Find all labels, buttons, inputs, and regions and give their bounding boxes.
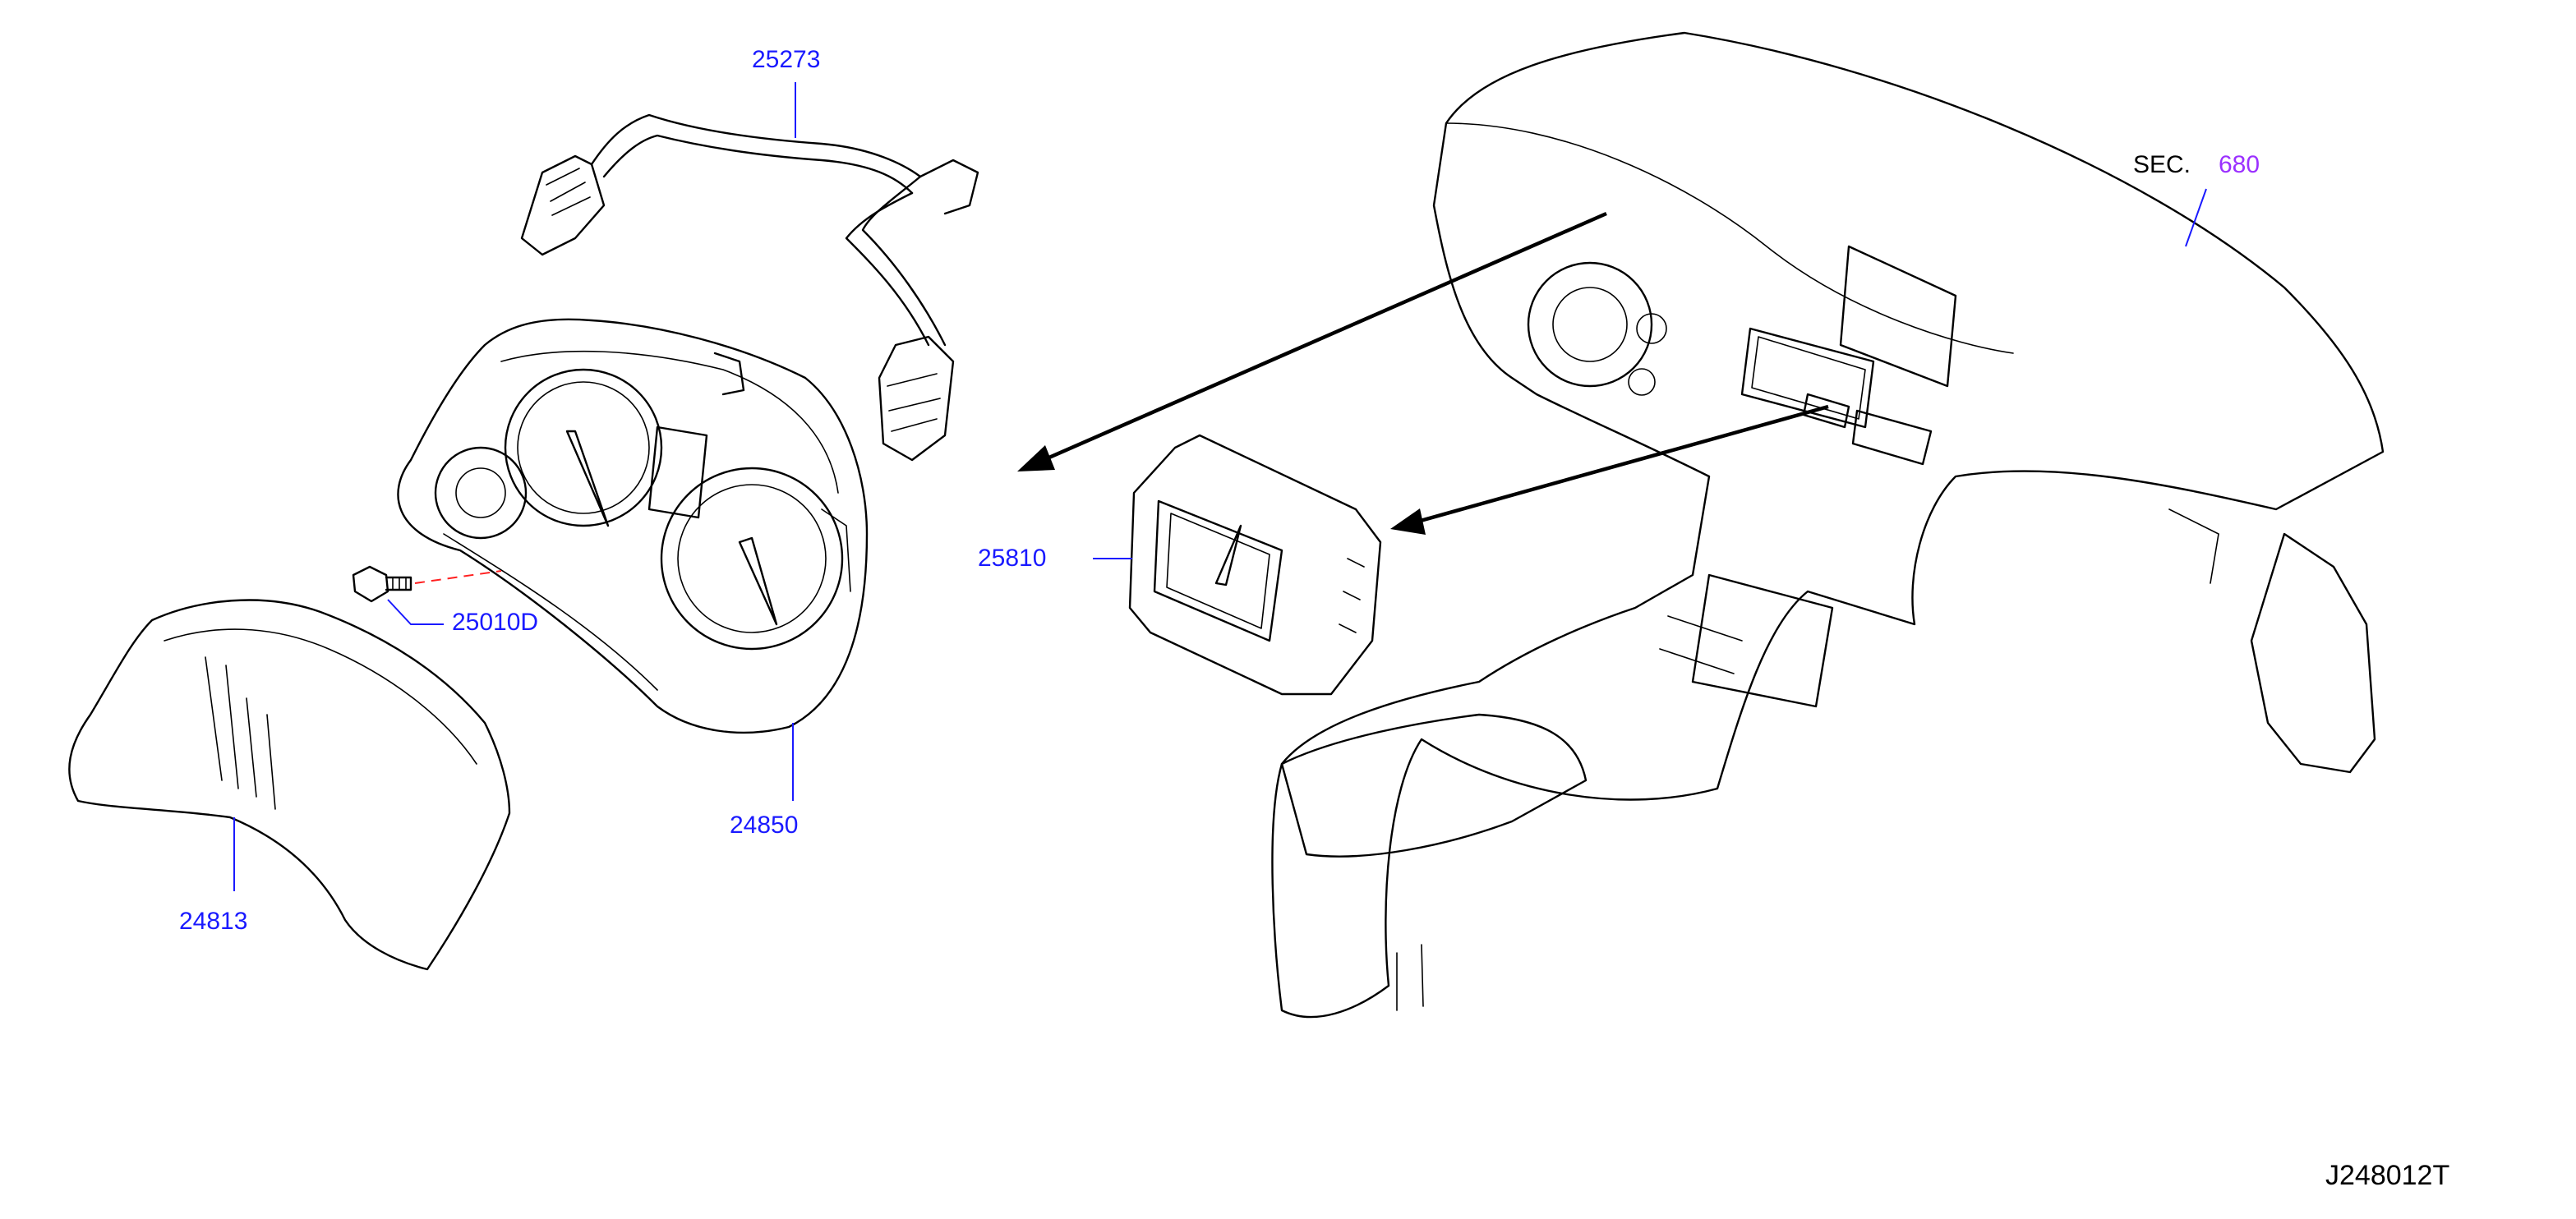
part-number-meter-cover: 24813 <box>179 908 248 935</box>
arrow-dash-to-meter <box>1017 211 1607 472</box>
combination-meter-illustration <box>397 318 869 734</box>
section-prefix: SEC. <box>2133 151 2191 178</box>
meter-cover-illustration <box>68 599 511 971</box>
leader-25010D <box>387 599 444 625</box>
leader-sec-680 <box>2185 188 2207 247</box>
arrow-dash-to-clock <box>1390 404 1829 535</box>
diagram-code: J248012T <box>2325 1160 2450 1191</box>
section-number: 680 <box>2219 151 2260 178</box>
part-number-harness: 25273 <box>752 46 821 73</box>
dashboard-illustration <box>1271 31 2385 1019</box>
screw-illustration <box>352 565 502 603</box>
part-number-screw: 25010D <box>452 609 539 636</box>
clock-illustration <box>1128 434 1382 696</box>
part-number-combination-meter: 24850 <box>730 812 799 839</box>
harness-illustration <box>520 113 979 462</box>
part-number-clock: 25810 <box>978 545 1047 572</box>
leader-lines <box>233 82 2207 891</box>
